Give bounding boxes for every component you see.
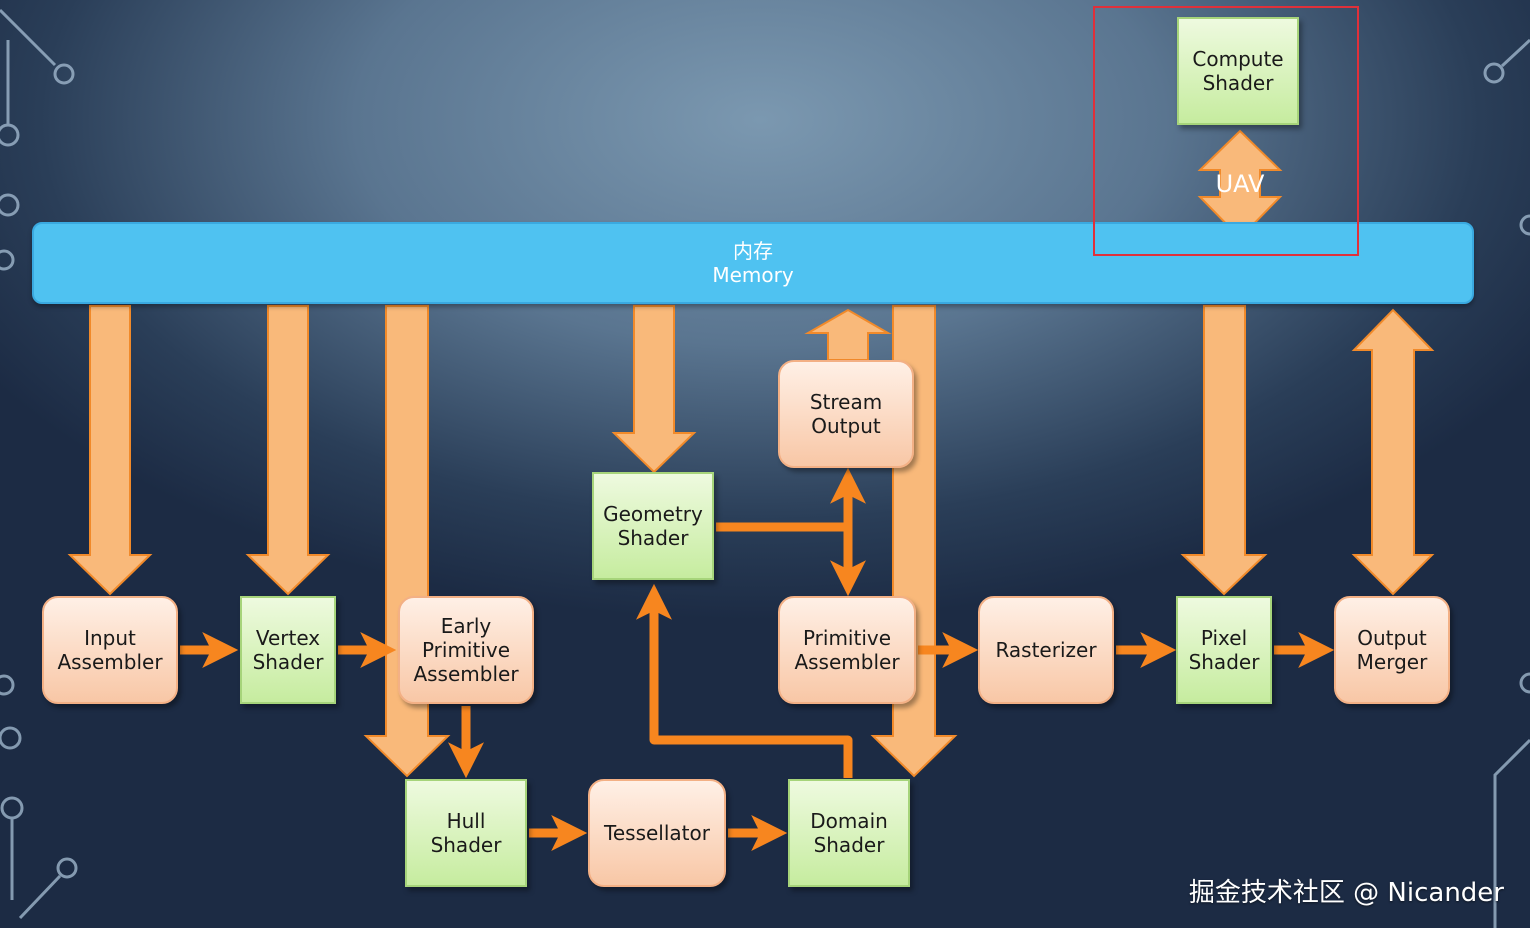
memory-label-cn: 内存: [733, 239, 773, 263]
memory-to-vertex-shader-arrow: [245, 305, 331, 596]
hull-shader-node: Hull Shader: [405, 779, 527, 887]
compute-shader-node: Compute Shader: [1177, 17, 1299, 125]
memory-to-pixel-shader-arrow: [1180, 305, 1268, 596]
pixel-shader-node: Pixel Shader: [1176, 596, 1272, 704]
output-merger-node: Output Merger: [1334, 596, 1450, 704]
stream-output-node: Stream Output: [778, 360, 914, 468]
vertex-shader-node: Vertex Shader: [240, 596, 336, 704]
primitive-assembler-node: Primitive Assembler: [778, 596, 916, 704]
tessellator-node: Tessellator: [588, 779, 726, 887]
stage-links: [180, 467, 1335, 851]
geometry-shader-node: Geometry Shader: [592, 472, 714, 580]
stream-output-to-memory-arrow: [804, 308, 892, 361]
circuit-decoration: [0, 8, 1530, 928]
uav-label: UAV: [1215, 170, 1265, 198]
compute-shader-highlight: [1093, 6, 1359, 256]
memory-to-hull-shader-arrow: [363, 305, 451, 778]
domain-shader-node: Domain Shader: [788, 779, 910, 887]
early-primitive-assembler-node: Early Primitive Assembler: [398, 596, 534, 704]
memory-to-input-assembler-arrow: [67, 305, 153, 596]
rasterizer-node: Rasterizer: [978, 596, 1114, 704]
input-assembler-node: Input Assembler: [42, 596, 178, 704]
uav-arrow: [1197, 129, 1283, 240]
memory-label-en: Memory: [712, 263, 794, 287]
output-merger-memory-arrow: [1351, 308, 1435, 596]
memory-bar: 内存 Memory: [32, 222, 1474, 304]
domain-to-geometry-link: [636, 583, 853, 778]
watermark: 掘金技术社区 @ Nicander: [1188, 878, 1504, 908]
memory-to-geometry-shader-arrow: [611, 305, 697, 474]
